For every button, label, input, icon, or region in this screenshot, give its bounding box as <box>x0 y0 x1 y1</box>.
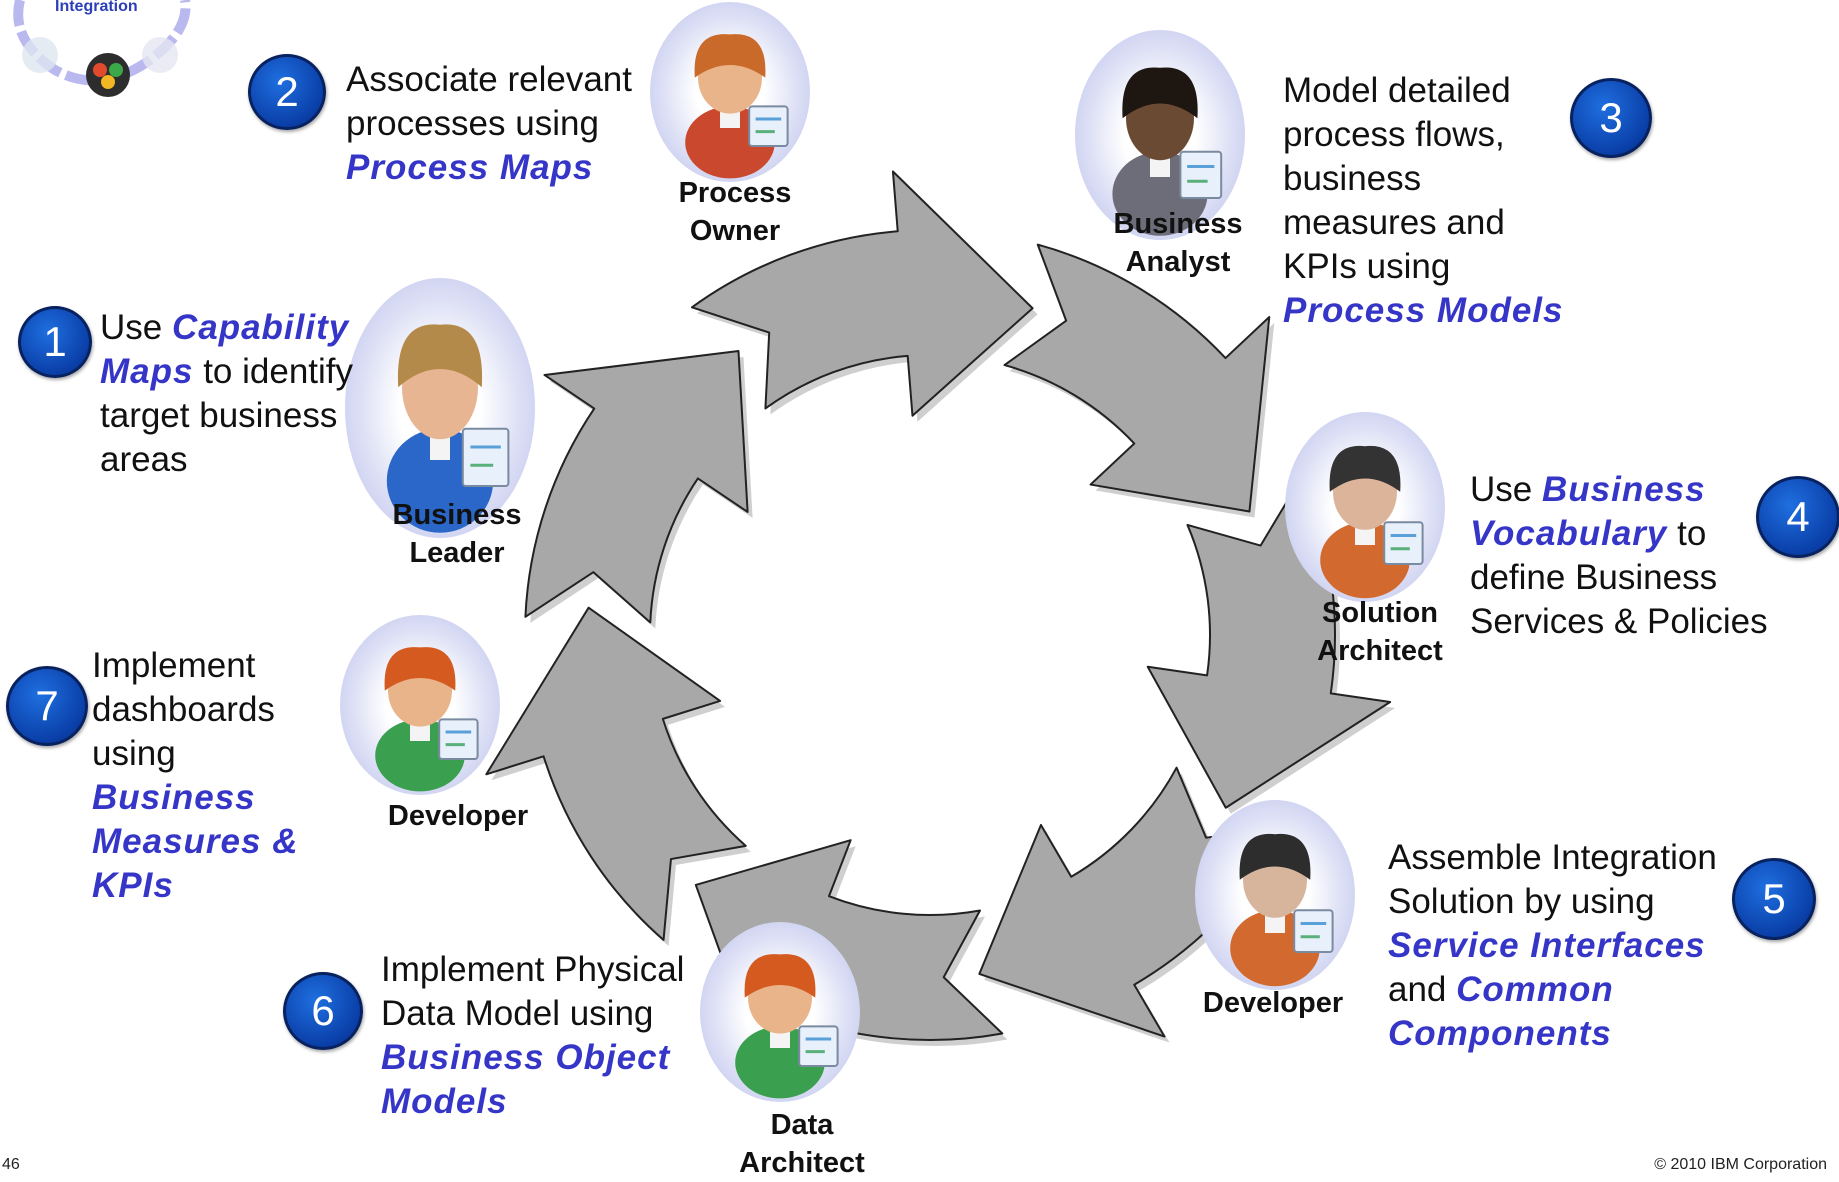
step-1-emphasis: Capability Maps <box>100 308 350 391</box>
role-halo <box>1285 412 1445 602</box>
business-leader-person-icon <box>386 324 510 533</box>
step-6-pre: Implement Physical Data Model using <box>381 950 685 1033</box>
step-6-emphasis: Business Object Models <box>381 1038 671 1121</box>
step-4-pre: Use <box>1470 470 1542 509</box>
role-halo <box>340 615 500 795</box>
role-halo <box>700 922 860 1102</box>
step-4-post: to define Business Services & Policies <box>1470 514 1768 641</box>
cycle-arrow-7 <box>524 350 749 624</box>
step-3-pre: Model detailed process flows, business m… <box>1283 71 1511 286</box>
cycle-arrow-1 <box>690 170 1034 417</box>
solution-architect-person-icon <box>1320 445 1424 599</box>
role-label-line-1: Business <box>1113 208 1243 240</box>
step-5-mid: and <box>1388 970 1457 1009</box>
role-halo <box>650 2 810 182</box>
role-halo <box>1195 800 1355 990</box>
integration-logo-graphic <box>13 0 191 97</box>
role-halo <box>1075 30 1245 240</box>
step-3-text: Model detailed process flows, business m… <box>1283 69 1583 333</box>
step-1-post: to identify target business areas <box>100 352 354 479</box>
role-label-line-1: Business <box>392 499 522 531</box>
role-label-line-1: Developer <box>1202 987 1344 1019</box>
step-2-badge: 2 <box>248 54 326 130</box>
step-4-badge: 4 <box>1756 476 1839 558</box>
role-label-line-2: Leader <box>409 537 505 569</box>
role-label-line-1: Process <box>678 177 792 209</box>
step-7-emphasis: Business Measures & KPIs <box>92 778 299 905</box>
step-5-pre: Assemble Integration Solution by using <box>1388 838 1717 921</box>
integration-logo: Integration <box>0 0 200 100</box>
process-owner-person-icon <box>685 34 789 179</box>
step-3-emphasis: Process Models <box>1283 291 1564 330</box>
developer-person-icon <box>1230 833 1334 987</box>
cycle-arrow-6 <box>485 606 747 941</box>
role-label-line-2: Analyst <box>1125 246 1231 278</box>
data-architect-person-icon <box>735 954 839 1099</box>
step-5-emphasis: Service Interfaces <box>1388 926 1706 965</box>
role-label: Developer <box>378 797 538 835</box>
step-2-text: Associate relevant processes using Proce… <box>346 58 646 190</box>
step-5-text: Assemble Integration Solution by using S… <box>1388 836 1718 1056</box>
copyright: © 2010 IBM Corporation <box>1654 1156 1827 1173</box>
step-6-text: Implement Physical Data Model using Busi… <box>381 948 726 1124</box>
logo-label: Integration <box>55 0 138 15</box>
cycle-arrow-2 <box>1003 243 1271 513</box>
role-label-line-2: Architect <box>739 1147 865 1179</box>
role-halo <box>345 278 535 538</box>
step-1-pre: Use <box>100 308 172 347</box>
developer-person-icon <box>375 647 479 792</box>
step-7-badge: 7 <box>6 666 88 746</box>
role-label-line-1: Solution <box>1322 597 1438 629</box>
step-1-badge: 1 <box>18 306 92 378</box>
page-number: 46 <box>2 1156 20 1173</box>
step-4-emphasis: Business Vocabulary <box>1470 470 1706 553</box>
step-6-badge: 6 <box>283 972 363 1050</box>
business-analyst-person-icon <box>1112 67 1223 236</box>
step-7-pre: Implement dashboards using <box>92 646 275 773</box>
step-1-text: Use Capability Maps to identify target b… <box>100 306 390 482</box>
role-label-line-2: Architect <box>1317 635 1443 667</box>
step-2-emphasis: Process Maps <box>346 148 594 187</box>
role-label-line-1: Data <box>770 1109 834 1141</box>
role-label-line-2: Owner <box>689 215 781 247</box>
step-3-badge: 3 <box>1570 78 1652 158</box>
step-4-text: Use Business Vocabulary to define Busine… <box>1470 468 1810 644</box>
role-label-line-1: Developer <box>387 800 529 832</box>
step-7-text: Implement dashboards using Business Meas… <box>92 644 342 908</box>
step-5-emphasis-2: Common Components <box>1388 970 1614 1053</box>
role-label: Developer <box>1193 984 1353 1022</box>
step-5-badge: 5 <box>1732 858 1816 940</box>
step-2-pre: Associate relevant processes using <box>346 60 632 143</box>
